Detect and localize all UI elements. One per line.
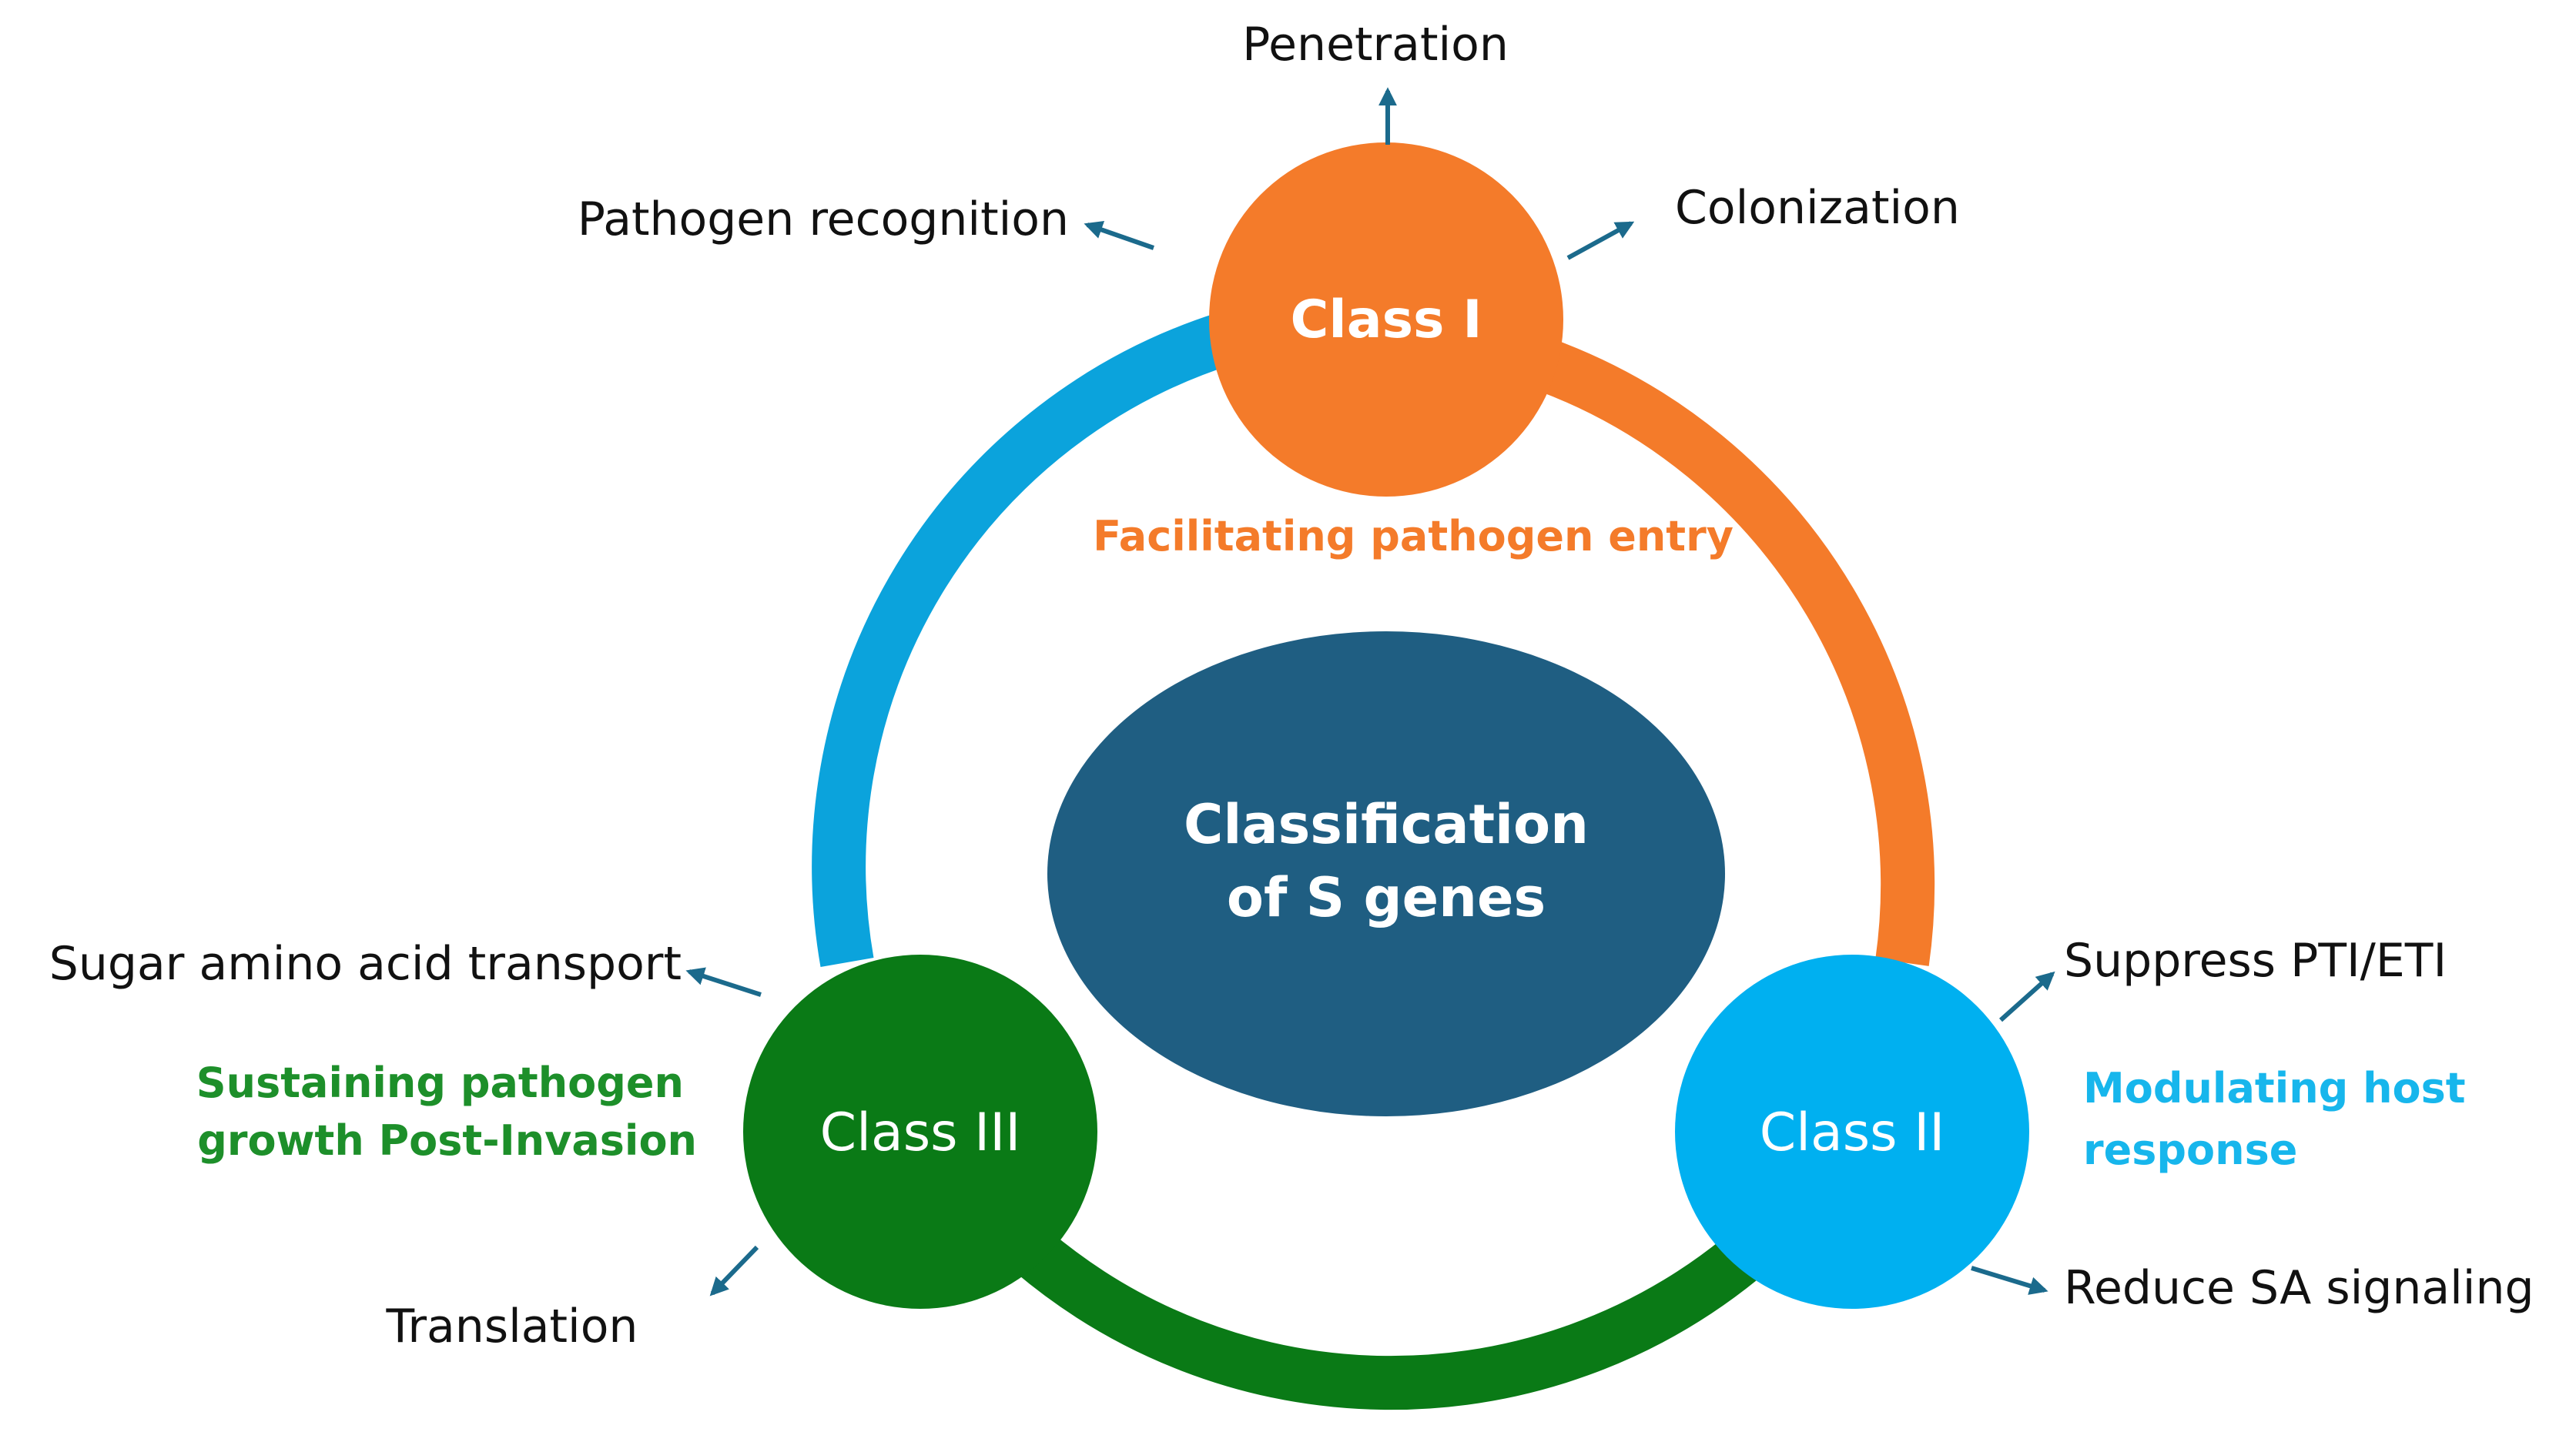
class2-circle [1675, 955, 2029, 1309]
class2-role-line1: Modulating host [2083, 1064, 2466, 1112]
class1-title: Class I [1290, 289, 1482, 350]
ring-arc-class3-to-class1 [812, 313, 1233, 968]
arrow-colonization [1566, 221, 1635, 260]
arrow-sugar-amino-acid-transport [685, 967, 762, 997]
class1-role: Facilitating pathogen entry [1093, 512, 1734, 560]
center-ellipse [1047, 631, 1725, 1116]
ring-arc-class2-to-class3 [1014, 1230, 1758, 1410]
arrow-suppress-pti-eti [1998, 971, 2055, 1022]
class3-role-line2: growth Post-Invasion [197, 1116, 697, 1165]
center-title-line2: of S genes [1227, 866, 1546, 929]
class3-title: Class III [820, 1102, 1021, 1163]
label-pathogen-recognition: Pathogen recognition [578, 192, 1069, 246]
arrow-translation [709, 1245, 759, 1296]
ring-arc-class1-to-class2 [1538, 340, 1935, 966]
label-suppress-pti-eti: Suppress PTI/ETI [2064, 934, 2447, 988]
label-sugar-amino-acid-transport: Sugar amino acid transport [49, 937, 682, 991]
label-penetration: Penetration [1242, 18, 1509, 72]
class2-role-line2: response [2083, 1126, 2297, 1174]
arrow-pathogen-recognition [1084, 220, 1154, 250]
arrow-reduce-sa-signaling [1971, 1266, 2048, 1295]
center-title-line1: Classification [1184, 793, 1589, 856]
class3-role-line1: Sustaining pathogen [196, 1059, 684, 1107]
class1-circle [1209, 142, 1563, 497]
class2-title: Class II [1760, 1102, 1945, 1163]
label-translation: Translation [386, 1300, 638, 1353]
label-colonization: Colonization [1675, 181, 1960, 235]
class3-circle [743, 955, 1097, 1309]
label-reduce-sa-signaling: Reduce SA signaling [2064, 1261, 2534, 1315]
